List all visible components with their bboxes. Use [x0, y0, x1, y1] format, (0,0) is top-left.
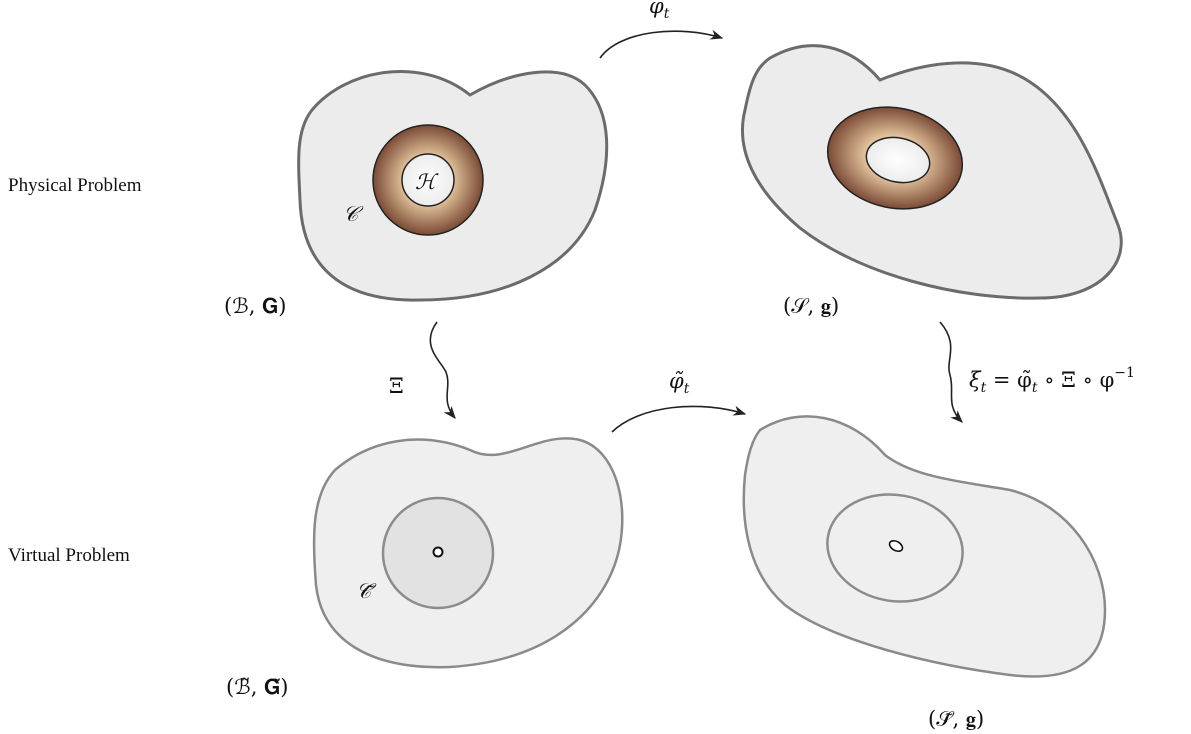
phi-t-label: φt	[649, 0, 670, 22]
current-hole	[865, 136, 931, 184]
xi-t-arrow	[939, 321, 963, 423]
virtual-problem-label: Virtual Problem	[8, 545, 130, 566]
virtual-current-cavity	[826, 493, 964, 603]
phi-t-arrow	[599, 29, 724, 59]
virtual-reference-label: (ℬ̃, 𝐆̃)	[226, 675, 288, 699]
phi-tilde-t-label: φ̃t	[669, 369, 690, 397]
physical-problem-label: Physical Problem	[8, 175, 142, 196]
virtual-current-point-hole	[888, 539, 904, 553]
hole-label: ℋ	[415, 170, 439, 194]
physical-current-body	[740, 44, 1123, 300]
virtual-reference-body: 𝒞̃	[312, 437, 624, 669]
xi-arrow	[429, 321, 456, 419]
xi-t-label: ξt = φ̃t ∘ Ξ ∘ φ−1	[969, 365, 1135, 396]
xi-label: Ξ	[389, 374, 404, 398]
physical-hole	[401, 153, 455, 207]
phi-tilde-t-arrow	[611, 405, 747, 433]
virtual-current-body	[742, 415, 1107, 678]
physical-reference-label: (ℬ, 𝐆)	[224, 294, 286, 318]
virtual-current-label: (𝒮̃, 𝐠)	[928, 707, 984, 731]
virtual-point-hole	[432, 546, 444, 558]
physical-current-label: (𝒮, 𝐠)	[783, 294, 839, 318]
physical-reference-body: ℋ 𝒞	[297, 70, 609, 302]
